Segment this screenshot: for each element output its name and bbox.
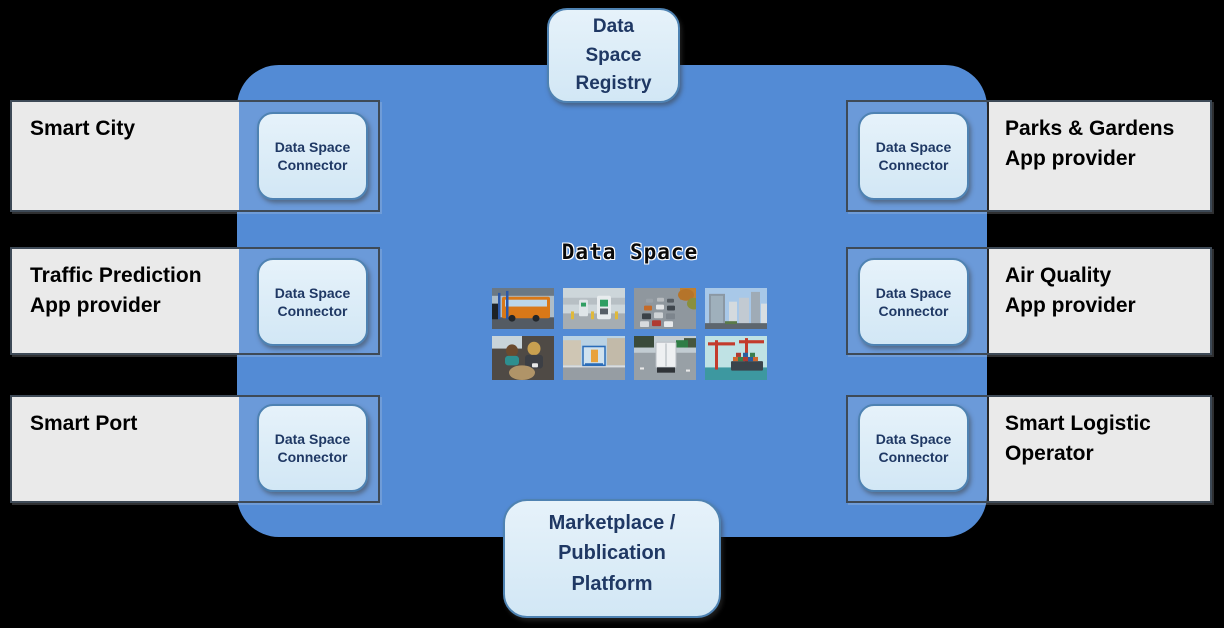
photo-bus-passengers-image [492, 336, 554, 380]
partner-label: Traffic Prediction App provider [12, 249, 239, 353]
partner-label-line: App provider [30, 294, 161, 318]
photo-street-bus-shelter-image [563, 336, 625, 380]
partner-label-line: App provider [1005, 294, 1136, 318]
connector-label-line: Connector [878, 157, 949, 173]
registry-label-line: Registry [575, 73, 652, 94]
data-space-connector: Data Space Connector [257, 258, 368, 346]
data-space-connector: Data Space Connector [257, 112, 368, 200]
marketplace-label-line: Platform [571, 572, 653, 595]
photo-collage [492, 288, 767, 380]
connector-label-line: Connector [878, 449, 949, 465]
marketplace-label-line: Marketplace / [548, 512, 676, 534]
partner-label-line: App provider [1005, 147, 1136, 171]
partner-label-line: Parks & Gardens [1005, 117, 1175, 140]
photo-city-skyline-image [705, 288, 767, 329]
registry-label-line: Data [592, 16, 635, 37]
connector-label-line: Data Space [274, 138, 351, 155]
connector-label-line: Connector [277, 157, 348, 173]
data-space-connector: Data Space Connector [257, 404, 368, 492]
photo-city-bus-station-image [492, 288, 554, 329]
data-space-connector: Data Space Connector [858, 404, 969, 492]
marketplace-label-line: Publication [558, 542, 666, 565]
partner-label-line: Smart Port [30, 412, 138, 435]
photo-port-cranes-image [705, 336, 767, 380]
photo-container-truck-image [634, 336, 696, 380]
registry-label-line: Space [585, 44, 642, 66]
partner-label: Parks & Gardens App provider [989, 102, 1210, 210]
data-space-title: Data Space [561, 240, 699, 264]
data-space-connector: Data Space Connector [858, 258, 969, 346]
partner-label: Air Quality App provider [989, 249, 1210, 353]
marketplace-publication-platform: Marketplace / Publication Platform [503, 499, 721, 618]
data-space-registry: Data Space Registry [547, 8, 680, 103]
partner-label: Smart Port [12, 397, 239, 501]
partner-label-line: Smart Logistic [1005, 412, 1151, 435]
connector-label-line: Connector [878, 303, 949, 319]
partner-label-line: Smart City [30, 117, 136, 140]
connector-label-line: Data Space [875, 284, 952, 301]
connector-label-line: Data Space [875, 430, 952, 447]
data-space-connector: Data Space Connector [858, 112, 969, 200]
connector-label-line: Data Space [274, 430, 351, 447]
photo-ev-charging-image [563, 288, 625, 329]
connector-label-line: Data Space [875, 138, 952, 155]
partner-label-line: Traffic Prediction [30, 264, 202, 287]
connector-label-line: Connector [277, 449, 348, 465]
connector-label-line: Data Space [274, 284, 351, 301]
partner-label-line: Operator [1005, 442, 1094, 466]
photo-traffic-jam-image [634, 288, 696, 329]
partner-label: Smart City [12, 102, 239, 210]
connector-label-line: Connector [277, 303, 348, 319]
partner-label: Smart Logistic Operator [989, 397, 1210, 501]
partner-label-line: Air Quality [1005, 264, 1112, 287]
